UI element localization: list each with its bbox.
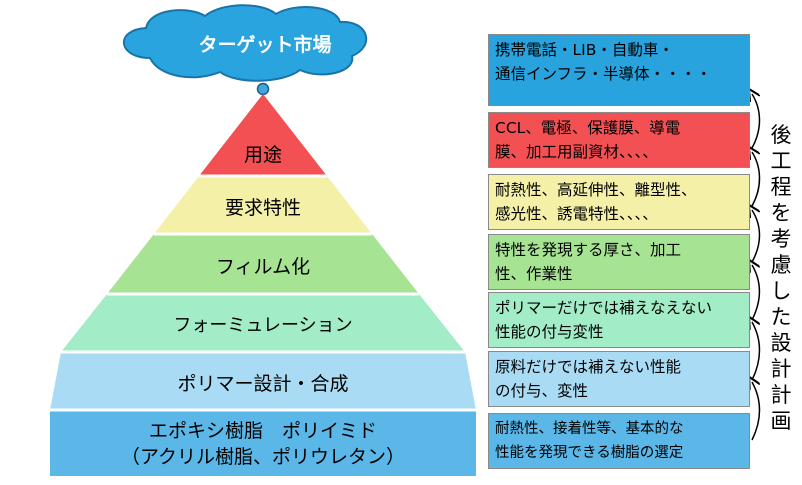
layer-label-resin-line1: エポキシ樹脂 ポリイミド — [148, 420, 377, 442]
cloud-label: ターゲット市場 — [198, 34, 332, 56]
box-line: 性能の付与変性 — [495, 323, 604, 341]
box-requirements: 耐熱性、高延伸性、離型性、 感光性、誘電特性、、、、 — [488, 174, 750, 230]
box-line: 携帯電話・LIB・自動車・ — [495, 41, 674, 59]
box-target-market: 携帯電話・LIB・自動車・ 通信インフラ・半導体・・・・ — [488, 34, 750, 106]
box-line: の付与、変性 — [495, 382, 589, 400]
side-vertical-label: 後 工 程 を 考 慮 し た 設 計 計 画 — [770, 123, 792, 433]
box-line: 特性を発現する厚さ、加工 — [495, 241, 682, 259]
layer-shape-use — [199, 94, 327, 176]
box-line: 性能を発現できる樹脂の選定 — [495, 445, 684, 461]
layer-shape-resin — [50, 410, 476, 476]
box-line: 通信インフラ・半導体・・・・ — [495, 65, 712, 83]
box-line: 耐熱性、高延伸性、離型性、 — [495, 181, 697, 199]
box-line: 感光性、誘電特性、、、、 — [495, 205, 658, 223]
layer-label-film: フィルム化 — [215, 256, 311, 278]
layer-label-resin-line2: （アクリル樹脂、ポリウレタン） — [120, 446, 406, 468]
layer-shape-formulation — [61, 294, 465, 352]
box-polymer: 原料だけでは補えない性能 の付与、変性 — [488, 351, 750, 407]
layer-label-formulation: フォーミュレーション — [173, 315, 353, 336]
target-market-cloud — [123, 4, 368, 82]
box-line: CCL、電極、保護膜、導電 — [495, 119, 681, 137]
box-line: 性、作業性 — [495, 265, 573, 283]
box-line: ポリマーだけでは補えなえない — [495, 299, 713, 317]
box-line: 原料だけでは補えない性能 — [495, 358, 682, 376]
box-use: CCL、電極、保護膜、導電 膜、加工用副資材、、、、 — [488, 112, 750, 168]
box-line: 耐熱性、接着性等、基本的な — [495, 421, 684, 437]
layer-shape-polymer — [50, 352, 476, 410]
box-resin: 耐熱性、接着性等、基本的な 性能を発現できる樹脂の選定 — [488, 413, 750, 469]
layer-label-use: 用途 — [243, 144, 282, 166]
layer-label-requirements: 要求特性 — [224, 197, 301, 219]
box-film: 特性を発現する厚さ、加工 性、作業性 — [488, 234, 750, 290]
box-line: 膜、加工用副資材、、、、 — [495, 143, 658, 161]
connector-dot — [256, 82, 270, 96]
upward-arrow-chain — [752, 94, 760, 441]
layer-label-polymer: ポリマー設計・合成 — [177, 373, 349, 395]
layer-shape-requirements — [154, 176, 372, 234]
box-formulation: ポリマーだけでは補えなえない 性能の付与変性 — [488, 292, 750, 348]
layer-shape-film — [107, 234, 419, 294]
